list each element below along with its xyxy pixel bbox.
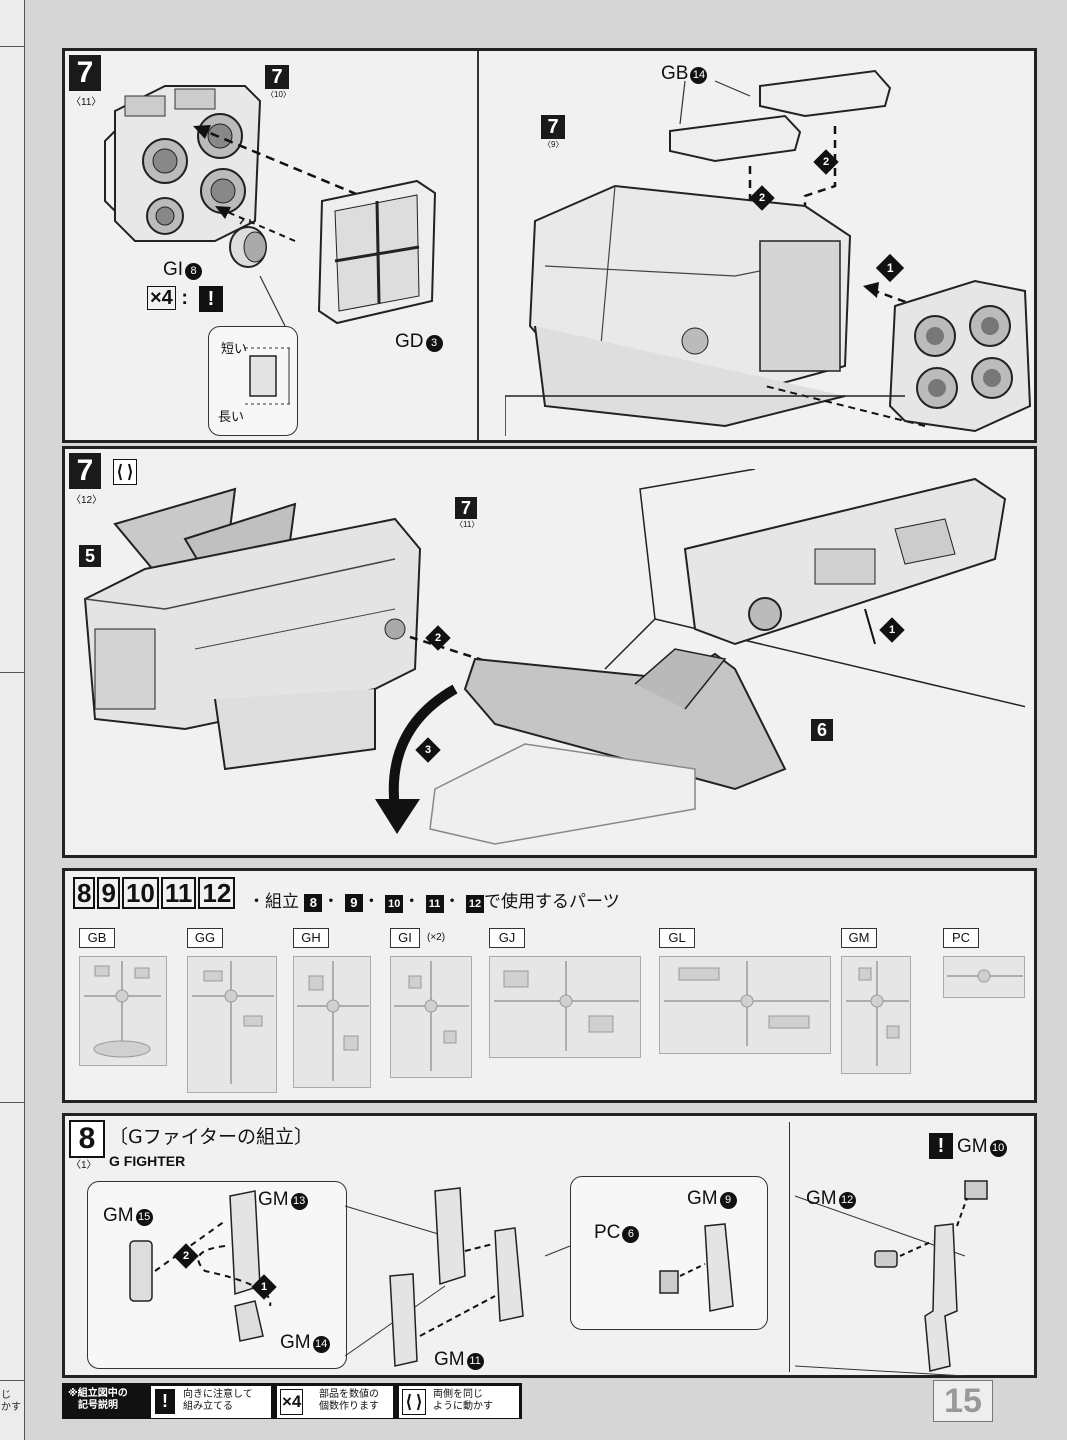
step-number: 8 — [69, 1120, 105, 1158]
runner-sprue-detail — [84, 961, 1023, 1084]
step-title: 〔Gファイターの組立〕 — [109, 1126, 313, 1148]
quantity-label: ×4 : — [147, 286, 188, 310]
caution-icon: ! — [929, 1133, 953, 1159]
step-number: 7 — [69, 55, 101, 91]
runner-tag-gj: GJ — [489, 928, 525, 948]
reference-step: 6 — [811, 719, 833, 741]
body-assembly-drawing — [505, 69, 1032, 436]
page-number: 15 — [933, 1380, 993, 1422]
legend-both-sides-text: 両側を同じように動かす — [433, 1389, 493, 1412]
fighter-body-drawing — [83, 469, 1025, 845]
step7-sub11-panel: 7 〈11〉 7 〈10〉 — [62, 48, 1037, 443]
step7-sub12-panel: 7 〈12〉 5 7 〈11〉 6 — [62, 446, 1037, 858]
runner-gh — [293, 956, 371, 1088]
legend-quantity: ×4 部品を数値の個数作ります — [276, 1385, 394, 1419]
step-subtitle: G FIGHTER — [109, 1153, 186, 1169]
reference-step: 5 — [79, 545, 101, 567]
strip-text: じ かす — [1, 1390, 21, 1413]
runner-tag-gi: GI — [390, 928, 420, 948]
legend-quantity-text: 部品を数値の個数作ります — [319, 1389, 379, 1412]
reference-substep: 〈10〉 — [266, 90, 291, 99]
strip-divider — [0, 1102, 24, 1103]
reference-substep: 〈9〉 — [543, 140, 564, 149]
runner-tag-gm: GM — [841, 928, 877, 948]
symbol-legend: ※組立図中の 記号説明 ! 向きに注意して組み立てる ×4 部品を数値の個数作り… — [62, 1383, 522, 1419]
runner-gm — [841, 956, 911, 1074]
caution-icon: ! — [199, 286, 223, 312]
runner-gi-quantity: (×2) — [427, 932, 446, 943]
frame-part-drawing — [317, 179, 437, 325]
step8-assembly-drawing — [129, 1180, 988, 1376]
long-label: 長い — [218, 409, 245, 424]
reference-substep: 〈11〉 — [455, 520, 480, 529]
reference-step: 7 — [455, 497, 477, 519]
both-sides-icon — [113, 459, 137, 485]
runner-tag-gl: GL — [659, 928, 695, 948]
step8-panel: 8 〔Gファイターの組立〕 〈1〉 G FIGHTER — [62, 1113, 1037, 1378]
nozzle-part-drawing — [229, 219, 267, 268]
legend-both-sides: 両側を同じように動かす — [398, 1385, 520, 1419]
short-label: 短い — [221, 341, 248, 356]
strip-divider — [0, 1380, 24, 1381]
runner-tag-gb: GB — [79, 928, 115, 948]
both-sides-icon — [402, 1389, 426, 1415]
step-number: 7 — [69, 453, 101, 489]
panel-divider — [477, 51, 479, 440]
runner-tag-pc: PC — [943, 928, 979, 948]
substep-number: 〈12〉 — [71, 495, 103, 506]
strip-divider — [0, 672, 24, 673]
quantity-icon: ×4 — [280, 1389, 304, 1415]
legend-caution: ! 向きに注意して組み立てる — [150, 1385, 272, 1419]
substep-number: 〈11〉 — [71, 97, 102, 108]
legend-caution-text: 向きに注意して組み立てる — [183, 1389, 253, 1412]
substep-number: 〈1〉 — [71, 1160, 97, 1171]
reference-step: 7 — [265, 65, 289, 89]
orientation-detail-drawing — [245, 276, 293, 405]
engine-block-drawing — [104, 85, 262, 242]
runner-tag-gh: GH — [293, 928, 329, 948]
caution-icon: ! — [155, 1389, 175, 1414]
runner-tag-gg: GG — [187, 928, 223, 948]
strip-divider — [0, 46, 24, 47]
panel-divider — [789, 1122, 790, 1372]
reference-step: 7 — [541, 115, 565, 139]
legend-heading: ※組立図中の 記号説明 — [68, 1388, 128, 1411]
previous-page-strip: じ かす — [0, 0, 25, 1440]
